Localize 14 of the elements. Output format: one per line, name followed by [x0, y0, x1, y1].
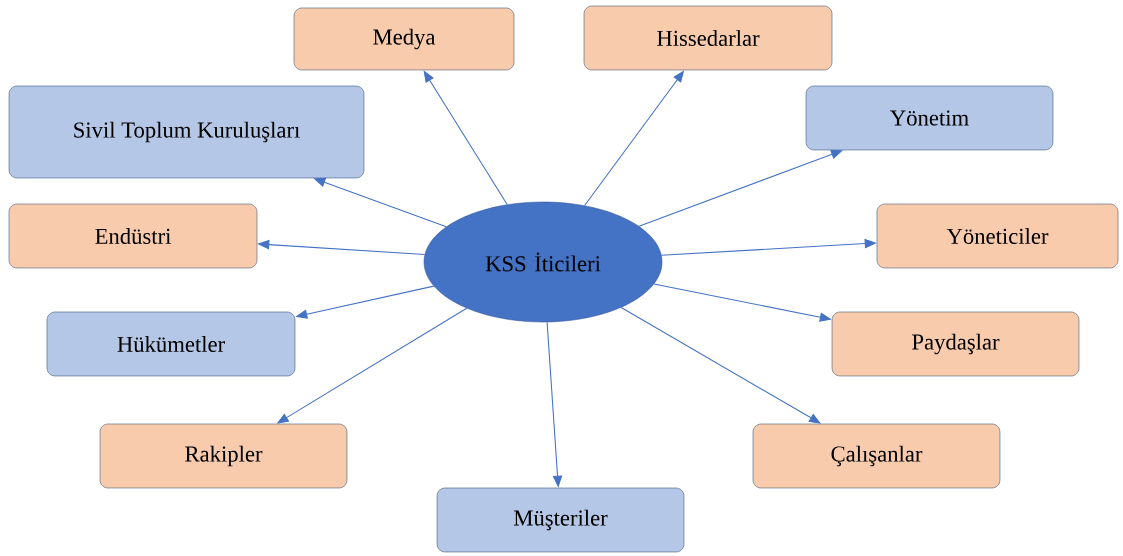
stakeholder-box: Endüstri [8, 203, 258, 269]
stakeholder-box: Hükümetler [46, 311, 296, 377]
stakeholder-box: Rakipler [99, 423, 348, 489]
stakeholder-box: Yönetim [805, 85, 1054, 151]
stakeholder-box: Çalışanlar [752, 423, 1001, 489]
stakeholder-box: Medya [293, 7, 515, 71]
stakeholder-box: Sivil Toplum Kuruluşları [8, 85, 365, 179]
ellipse-node: KSS İticileri [423, 201, 663, 323]
stakeholder-box: Hissedarlar [583, 5, 833, 71]
arrow [423, 70, 508, 206]
arrow [638, 149, 843, 227]
stakeholder-box: Paydaşlar [831, 311, 1080, 377]
stakeholder-box: Müşteriler [436, 487, 685, 553]
stakeholder-box: Yöneticiler [876, 203, 1119, 269]
